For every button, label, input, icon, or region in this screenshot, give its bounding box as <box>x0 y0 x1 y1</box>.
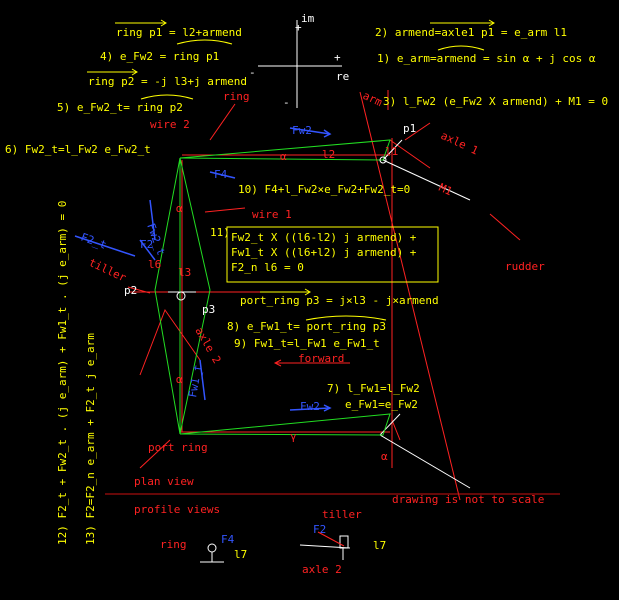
eq11-label: 11) <box>210 226 230 239</box>
label-arm: arm <box>361 89 385 109</box>
label-tiller-profile: tiller <box>322 508 362 521</box>
label-ring-profile: ring <box>160 538 187 551</box>
label-f4-profile: F4 <box>221 533 235 546</box>
force-vectors <box>74 127 332 412</box>
label-forward: forward <box>298 352 344 365</box>
label-l7-a: l7 <box>234 548 247 561</box>
label-plan-view: plan view <box>134 475 194 488</box>
axis-plus-horizontal: + <box>334 51 341 64</box>
eq11-line1: Fw2_t X ((l6-l2) j armend) + <box>231 231 417 244</box>
eq-l-fw1: 7) l_Fw1=l_Fw2 <box>327 382 420 395</box>
eq-port-ring: port_ring p3 = j×l3 - j×armend <box>240 294 439 307</box>
eq-e-fw2: 4) e_Fw2 = ring p1 <box>100 50 219 63</box>
label-f2-t: F2_t <box>79 231 108 252</box>
eq-fw1-t: 9) Fw1_t=l_Fw1 e_Fw1_t <box>234 337 380 350</box>
label-l6: l6 <box>148 258 161 271</box>
eq-13: 13) F2=F2_n e_arm + F2_t j e_arm <box>84 333 97 545</box>
annotation-arrows <box>127 103 521 469</box>
label-l3: l3 <box>178 266 191 279</box>
label-profile-views: profile views <box>134 503 220 516</box>
axis-im-label: im <box>301 12 315 25</box>
eq11-box <box>226 226 439 283</box>
label-l2: l2 <box>322 148 335 161</box>
complex-plane-axes: im + + - - re <box>249 12 349 109</box>
eq-e-fw1-t: 8) e_Fw1_t= port_ring p3 <box>227 320 386 333</box>
label-alpha-lower: α <box>176 373 183 386</box>
rudder-arm <box>299 139 471 549</box>
label-axle1: axle 1 <box>439 129 481 158</box>
vector-overlines <box>87 19 495 321</box>
eq-force-sum: 10) F4+l_Fw2×e_Fw2+Fw2_t=0 <box>238 183 410 196</box>
eq-e-fw2-t: 5) e_Fw2_t= ring p2 <box>57 101 183 114</box>
eq-moment: 3) l_Fw2 (e_Fw2 X armend) + M1 = 0 <box>383 95 608 108</box>
eq11-line3: F2_n l6 = 0 <box>231 261 304 274</box>
axis-minus-vertical: - <box>283 96 290 109</box>
label-l1: l1 <box>385 145 398 158</box>
eq-ring-p2: ring p2 = -j l3+j armend <box>88 75 247 88</box>
pivots <box>176 156 387 563</box>
label-fw2-bottom: Fw2 <box>300 400 320 413</box>
label-p3: p3 <box>202 303 215 316</box>
profile-tiller <box>317 531 349 560</box>
label-fw1-t: Fw1_t <box>186 364 205 399</box>
label-alpha-rudder: α <box>381 450 388 463</box>
label-not-to-scale: drawing is not to scale <box>392 493 544 506</box>
eq-e-arm: 1) e_arm=armend = sin α + j cos α <box>377 52 596 65</box>
label-l7-b: l7 <box>373 539 386 552</box>
label-axle2: axle 2 <box>192 325 223 366</box>
equations: ring p1 = l2+armend 4) e_Fw2 = ring p1 r… <box>5 26 608 545</box>
label-rudder: rudder <box>505 260 545 273</box>
label-axle2-profile: axle 2 <box>302 563 342 576</box>
eq-fw2-t: 6) Fw2_t=l_Fw2 e_Fw2_t <box>5 143 151 156</box>
label-fw2-top: Fw2 <box>292 124 312 137</box>
label-p1: p1 <box>403 122 416 135</box>
label-tiller: tiller <box>87 256 129 285</box>
eq-e-fw1: e_Fw1=e_Fw2 <box>345 398 418 411</box>
label-port-ring: port ring <box>148 441 208 454</box>
eq-12: 12) F2_t + Fw2_t . (j e_arm) + Fw1_t . (… <box>56 201 69 545</box>
label-f4: F4 <box>214 168 228 181</box>
label-ring: ring <box>223 90 250 103</box>
axis-re-label: re <box>336 70 349 83</box>
axis-minus-horizontal: - <box>249 66 256 79</box>
axis-plus-vertical: + <box>295 21 302 34</box>
eq-ring-p1: ring p1 = l2+armend <box>116 26 242 39</box>
eq-armend: 2) armend=axle1 p1 = e_arm l1 <box>375 26 567 39</box>
label-wire1: wire 1 <box>252 208 292 221</box>
label-gamma-bottom: γ <box>290 430 297 443</box>
label-p2: p2 <box>124 284 137 297</box>
eq11-line2: Fw1_t X ((l6+l2) j armend) + <box>231 246 417 259</box>
label-wire2: wire 2 <box>150 118 190 131</box>
wires <box>154 139 391 436</box>
label-f2-profile: F2 <box>313 523 326 536</box>
label-alpha-top: α <box>280 150 287 163</box>
label-alpha-left: α <box>176 202 183 215</box>
label-m1: M1 <box>437 181 455 198</box>
label-f2: F2 <box>140 238 153 251</box>
